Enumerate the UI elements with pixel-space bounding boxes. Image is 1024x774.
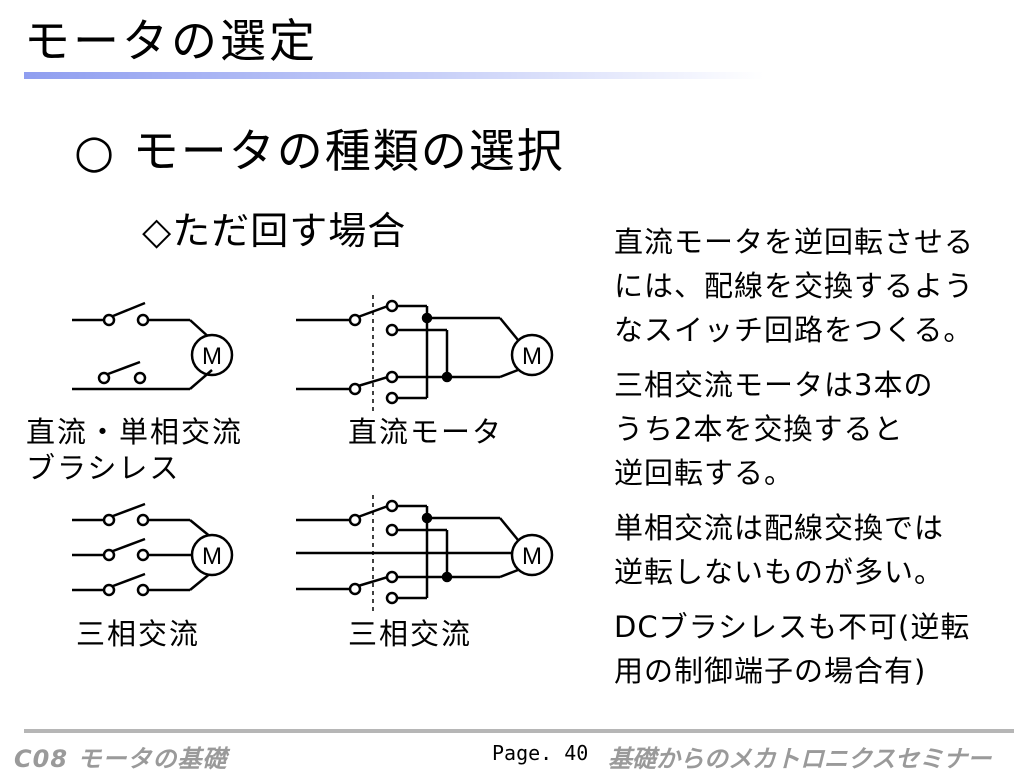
label-dc-single-phase: 直流・単相交流 ブラシレス: [26, 415, 244, 485]
motor-label: M: [522, 343, 542, 370]
footer-chapter: C08 モータの基礎: [14, 745, 228, 773]
label-three-phase-right: 三相交流: [348, 617, 473, 651]
motor-label: M: [522, 543, 542, 570]
note-three-phase-reverse: 三相交流モータは3本の うち2本を交換すると 逆回転する。: [614, 368, 934, 490]
diagram-dc-reversing: [296, 295, 554, 412]
footer-divider: [24, 729, 1014, 733]
diagram-three-phase-reversing: [296, 495, 554, 612]
note-single-phase: 単相交流は配線交換では 逆転しないものが多い。: [614, 511, 945, 589]
explanation-notes: 直流モータを逆回転させる には、配線を交換するよう なスイッチ回路をつくる。 三…: [614, 220, 1014, 704]
note-dc-brushless: DCブラシレスも不可(逆転 用の制御端子の場合有): [614, 610, 971, 688]
motor-circle: [510, 533, 554, 577]
footer-page-number: Page. 40: [492, 741, 589, 765]
motor-circle: [510, 333, 554, 377]
label-dc-motor: 直流モータ: [348, 415, 504, 449]
note-dc-reverse: 直流モータを逆回転させる には、配線を交換するよう なスイッチ回路をつくる。: [614, 225, 975, 347]
title-underline: [24, 72, 764, 79]
motor-circle: [190, 333, 234, 377]
diagram-three-phase-switch: [72, 502, 234, 597]
diagram-dc-single-switch: [72, 301, 234, 391]
footer: C08 モータの基礎 Page. 40 基礎からのメカトロニクスセミナー: [0, 729, 1024, 773]
footer-seminar-name: 基礎からのメカトロニクスセミナー: [608, 745, 992, 773]
sub-heading: ◇ただ回す場合: [142, 209, 407, 253]
section-heading: ○ モータの種類の選択: [74, 124, 565, 178]
motor-label: M: [202, 543, 222, 570]
slide-title: モータの選定: [24, 14, 318, 68]
motor-circle: [190, 533, 234, 577]
label-three-phase-left: 三相交流: [76, 617, 201, 651]
motor-label: M: [202, 343, 222, 370]
